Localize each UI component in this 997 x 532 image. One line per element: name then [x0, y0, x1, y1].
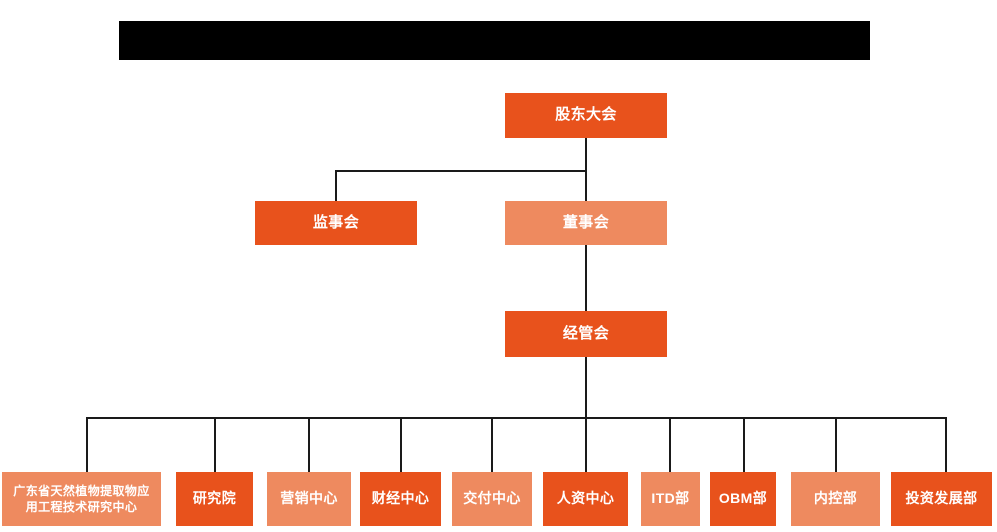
connector-management-stem: [585, 357, 587, 418]
connector-shareholders-stem: [585, 138, 587, 172]
node-board-of-directors-label: 董事会: [562, 213, 610, 231]
node-shareholders-meeting-label: 股东大会: [555, 106, 617, 124]
connector-drop-marketing: [308, 417, 310, 472]
connector-drop-finance: [400, 417, 402, 472]
connector-drop-investment: [945, 417, 947, 472]
node-finance-center-label: 财经中心: [371, 490, 430, 507]
node-management-committee[interactable]: 经管会: [505, 311, 667, 357]
node-institute[interactable]: 研究院: [176, 472, 253, 526]
node-obm-department-label: OBM部: [718, 490, 768, 507]
connector-directors-to-management: [585, 243, 587, 311]
node-internal-control-department-label: 内控部: [813, 490, 858, 507]
node-marketing-center-label: 营销中心: [280, 490, 338, 507]
node-shareholders-meeting[interactable]: 股东大会: [505, 93, 667, 138]
connector-drop-delivery: [491, 417, 493, 472]
node-delivery-center[interactable]: 交付中心: [452, 472, 532, 526]
node-management-committee-label: 经管会: [562, 324, 610, 342]
node-finance-center[interactable]: 财经中心: [360, 472, 441, 526]
node-investment-development-department[interactable]: 投资发展部: [891, 472, 992, 526]
node-delivery-center-label: 交付中心: [463, 490, 521, 507]
connector-drop-itd: [669, 417, 671, 472]
node-marketing-center[interactable]: 营销中心: [267, 472, 351, 526]
redacted-title-bar: [119, 21, 870, 60]
node-hr-center-label: 人资中心: [556, 490, 615, 507]
connector-drop-hr: [585, 417, 587, 472]
connector-drop-institute: [214, 417, 216, 472]
connector-drop-research-center: [86, 417, 88, 472]
node-hr-center[interactable]: 人资中心: [543, 472, 628, 526]
node-research-center[interactable]: 广东省天然植物提取物应 用工程技术研究中心: [2, 472, 161, 526]
connector-drop-obm: [743, 417, 745, 472]
node-obm-department[interactable]: OBM部: [710, 472, 776, 526]
node-itd-department[interactable]: ITD部: [641, 472, 700, 526]
node-itd-department-label: ITD部: [651, 490, 690, 507]
connector-level2-bus: [335, 170, 587, 172]
node-institute-label: 研究院: [192, 490, 237, 507]
connector-departments-bus: [86, 417, 946, 419]
node-board-of-supervisors-label: 监事会: [312, 213, 360, 231]
connector-supervisors-drop: [335, 170, 337, 202]
node-board-of-supervisors[interactable]: 监事会: [255, 201, 417, 245]
node-board-of-directors[interactable]: 董事会: [505, 201, 667, 245]
node-investment-development-department-label: 投资发展部: [905, 490, 978, 507]
connector-drop-internal-control: [835, 417, 837, 472]
node-internal-control-department[interactable]: 内控部: [791, 472, 880, 526]
node-research-center-label: 广东省天然植物提取物应 用工程技术研究中心: [13, 483, 150, 514]
connector-directors-drop: [585, 170, 587, 202]
